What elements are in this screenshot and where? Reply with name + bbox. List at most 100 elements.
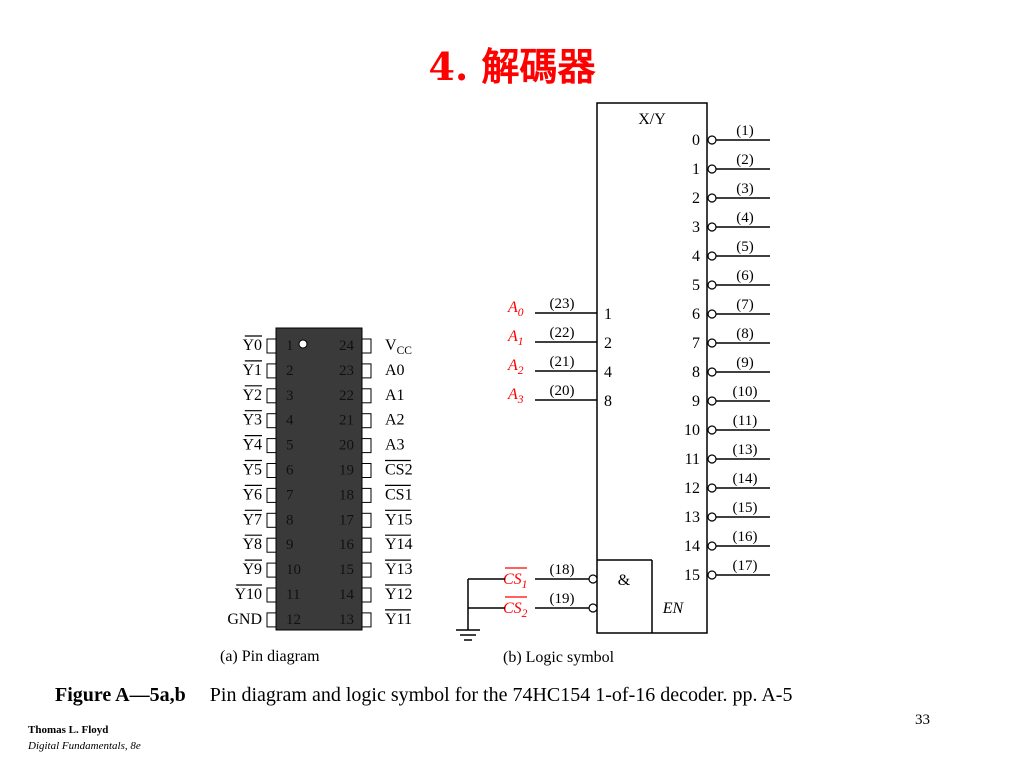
logic-header: X/Y — [638, 111, 666, 128]
output-number: 3 — [692, 219, 700, 236]
pin-label-left: Y0 — [242, 337, 262, 354]
pin-label-right: CS1 — [385, 486, 413, 503]
pin-label-left: Y1 — [242, 362, 262, 379]
pin-left-8 — [266, 512, 277, 528]
pin-label-left: GND — [227, 611, 262, 628]
pin-number-left: 3 — [286, 388, 294, 404]
output-number: 13 — [684, 509, 700, 526]
pin-label-right: Y15 — [385, 511, 413, 528]
pin-right-19 — [361, 463, 372, 478]
pin-left-3 — [266, 388, 277, 404]
pin-left-12 — [266, 612, 277, 628]
output-pin: (8) — [736, 326, 754, 342]
pin-number-right: 20 — [339, 438, 354, 454]
decoder-diagram: 1Y02Y13Y24Y35Y46Y57Y68Y79Y810Y911Y1012GN… — [220, 102, 770, 666]
pin-label-left: Y5 — [242, 462, 262, 479]
input-label: A0 — [507, 299, 524, 319]
output-number: 11 — [685, 451, 700, 468]
output-bubble — [707, 251, 717, 261]
output-bubble — [707, 512, 717, 522]
output-bubble — [707, 193, 717, 203]
output-pin: (14) — [733, 471, 758, 487]
ic-body — [275, 327, 363, 631]
pin-number-left: 11 — [286, 587, 300, 603]
output-number: 6 — [692, 306, 700, 323]
pin-diagram-caption: (a) Pin diagram — [220, 648, 320, 665]
input-label: A2 — [507, 357, 524, 377]
output-bubble — [707, 396, 717, 406]
pin-right-17 — [361, 512, 372, 528]
pin-right-22 — [361, 388, 372, 404]
output-pin: (1) — [736, 123, 754, 139]
input-label: A3 — [507, 386, 524, 406]
pin-label-right: Y11 — [385, 611, 412, 628]
pin-left-11 — [266, 587, 277, 603]
pin-number-left: 10 — [286, 562, 301, 578]
footer-author: Thomas L. Floyd — [28, 724, 109, 736]
output-number: 1 — [692, 161, 700, 178]
en-label: EN — [662, 600, 685, 617]
input-pin: (23) — [550, 296, 575, 312]
output-bubble — [707, 280, 717, 290]
pin-left-1 — [266, 338, 277, 354]
figure-label: Figure A—5a,b — [55, 684, 186, 706]
output-pin: (3) — [736, 181, 754, 197]
output-number: 9 — [692, 393, 700, 410]
pin-number-left: 4 — [286, 413, 294, 429]
output-number: 15 — [684, 567, 700, 584]
logic-symbol-caption: (b) Logic symbol — [503, 649, 615, 666]
pin-label-right: VCC — [385, 337, 412, 357]
output-bubble — [707, 338, 717, 348]
pin-number-left: 12 — [286, 612, 301, 628]
output-pin: (4) — [736, 210, 754, 226]
output-pin: (11) — [733, 413, 757, 429]
pin-label-right: A0 — [385, 362, 405, 379]
input-weight: 1 — [604, 306, 612, 323]
enable-label: CS2 — [503, 600, 528, 620]
pin-label-right: Y12 — [385, 586, 413, 603]
pin-right-21 — [361, 413, 372, 429]
pin-number-right: 19 — [339, 463, 354, 479]
enable-bubble — [588, 574, 598, 584]
slide-title: 4. 解碼器 — [428, 44, 596, 89]
pin-number-right: 21 — [339, 413, 354, 429]
pin-number-left: 8 — [286, 512, 294, 528]
pin-number-right: 14 — [339, 587, 355, 603]
output-pin: (6) — [736, 268, 754, 284]
output-number: 12 — [684, 480, 700, 497]
output-pin: (10) — [733, 384, 758, 400]
pin-label-right: Y13 — [385, 561, 413, 578]
pin-right-20 — [361, 438, 372, 454]
pin1-marker — [298, 339, 308, 349]
output-bubble — [707, 425, 717, 435]
output-pin: (15) — [733, 500, 758, 516]
pin-number-left: 5 — [286, 438, 294, 454]
page-number: 33 — [915, 712, 930, 728]
and-label: & — [618, 572, 631, 589]
output-number: 0 — [692, 132, 700, 149]
pin-number-right: 23 — [339, 363, 354, 379]
logic-symbol-body — [596, 102, 708, 634]
pin-right-13 — [361, 612, 372, 628]
pin-left-9 — [266, 537, 277, 553]
output-pin: (13) — [733, 442, 758, 458]
pin-right-16 — [361, 537, 372, 553]
enable-pin: (18) — [550, 562, 575, 578]
pin-label-left: Y10 — [234, 586, 262, 603]
input-label: A1 — [507, 328, 524, 348]
figure-text: Pin diagram and logic symbol for the 74H… — [209, 684, 793, 706]
output-pin: (9) — [736, 355, 754, 371]
output-number: 7 — [692, 335, 700, 352]
pin-label-left: Y6 — [242, 486, 262, 503]
pin-number-right: 16 — [339, 537, 355, 553]
pin-label-right: CS2 — [385, 462, 413, 479]
input-weight: 8 — [604, 393, 612, 410]
pin-label-right: A3 — [385, 437, 405, 454]
output-pin: (2) — [736, 152, 754, 168]
pin-number-left: 6 — [286, 463, 294, 479]
pin-number-right: 17 — [339, 512, 355, 528]
input-pin: (21) — [550, 354, 575, 370]
pin-number-right: 22 — [339, 388, 354, 404]
output-number: 2 — [692, 190, 700, 207]
output-bubble — [707, 541, 717, 551]
